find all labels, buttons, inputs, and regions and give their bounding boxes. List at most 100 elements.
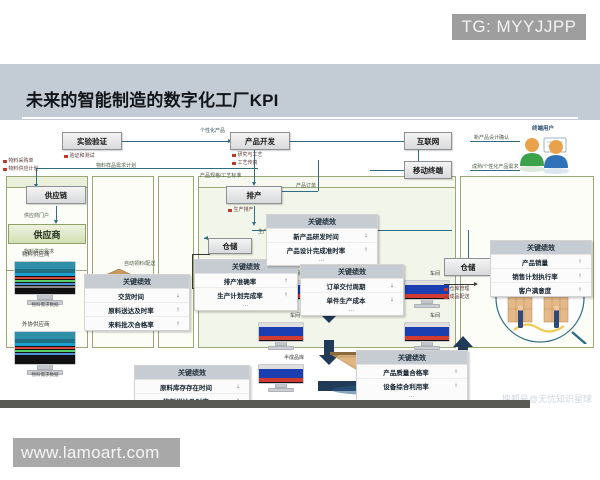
monitor-outsourcing-supplier	[14, 331, 76, 375]
label-material-supplier: 物料供应商	[22, 252, 50, 258]
node-product-dev-label: 产品开发	[245, 136, 275, 146]
telegram-watermark-badge: TG: MYYJJPP	[452, 14, 586, 40]
node-scheduling-label: 排产	[246, 190, 262, 200]
kpi-arrow: ↓	[176, 292, 180, 299]
label-material-demand-plan: 物料样品需求计划	[96, 163, 137, 169]
kpi-row: 产品质量合格率 ↑	[357, 365, 467, 379]
node-internet[interactable]: 互联网	[404, 132, 452, 150]
bullet-sched-0: 生产排产	[233, 207, 254, 213]
kpi-label: 产品销量	[522, 259, 548, 267]
kpi-arrow: ↑	[454, 382, 458, 389]
kpi-arrow: ↑	[176, 306, 180, 313]
kpi-arrow: ↑	[578, 286, 582, 293]
kpi-arrow: ↓	[390, 282, 394, 289]
presentation-slide: 未来的智能制造的数字化工厂KPI	[0, 64, 600, 408]
arrow-sched-down	[251, 222, 256, 226]
connector-internet-mobile	[418, 141, 419, 170]
kpi-more: …	[408, 392, 416, 399]
connector-prodplan-2	[204, 238, 208, 239]
connector-mobile-user	[470, 170, 520, 171]
node-warehouse-mid[interactable]: 仓储	[208, 238, 252, 254]
connector-order-v	[318, 160, 319, 191]
node-product-dev[interactable]: 产品开发	[230, 132, 290, 150]
label-custom-product: 个性化产品	[200, 128, 226, 134]
label-outsourcing-supplier: 外协供应商	[22, 322, 50, 328]
kpi-row: 排产准确率↑	[195, 274, 297, 288]
label-supplier-portal: 供应商门户	[24, 213, 50, 219]
bullet-validation-0: 验证和测试	[69, 153, 95, 159]
connector-dev-to-internet	[290, 141, 418, 142]
connector-order-in	[282, 191, 318, 192]
node-supplier[interactable]: 供应商	[8, 224, 86, 244]
kpi-row: 生产计划完成率↑	[195, 288, 297, 301]
connector-val-up	[36, 168, 37, 186]
kpi-row: 产品销量 ↑	[491, 255, 591, 269]
kpi-label: 订单交付周期	[326, 283, 366, 291]
label-material-supply-demand: 物料供应需求	[24, 249, 55, 255]
node-validation-label: 实验验证	[77, 136, 107, 146]
label-mature-custom-demand: 成熟/个性化产品需求	[472, 164, 519, 170]
kpi-arrow: ↓	[364, 232, 368, 239]
kpi-row: 新产品研发时间↓	[267, 229, 377, 243]
end-user-avatars	[516, 132, 578, 181]
node-mobile-terminal-label: 移动终端	[413, 165, 443, 175]
kpi-label: 来料批次合格率	[108, 321, 154, 329]
kpi-arrow: ↑	[578, 258, 582, 265]
node-scheduling[interactable]: 排产	[226, 186, 282, 204]
node-internet-label: 互联网	[416, 136, 440, 146]
kpi-header: 关键绩效	[85, 275, 189, 289]
caption-material-demand-data: 物料需求数据	[14, 302, 76, 308]
title-underline	[22, 117, 578, 119]
node-mobile-terminal[interactable]: 移动终端	[404, 161, 452, 179]
kpi-arrow: ↓	[390, 296, 394, 303]
kpi-label: 交货时间	[118, 293, 144, 301]
monitor-wip-store	[258, 364, 304, 392]
caption-line: 物料需求数据	[31, 372, 59, 377]
block-arrow-down-glyph	[319, 340, 339, 365]
kpi-label: 原料库存存在时间	[160, 384, 212, 392]
kpi-row: 产品设计完成准时率↑	[267, 243, 377, 256]
bullet-marker-icon	[444, 287, 448, 292]
bullet-marker-icon	[64, 154, 68, 159]
arrow-supplychain-to-supplier	[53, 220, 58, 224]
arrow-prodplan-left	[204, 235, 208, 240]
monitor-workshop-4	[404, 322, 450, 350]
node-warehouse-out[interactable]: 仓储	[444, 258, 492, 276]
kpi-more: …	[318, 256, 326, 263]
caption-line: 物料需求数据	[31, 302, 59, 307]
connector-sched-down	[254, 206, 255, 224]
connector-out-down	[468, 230, 469, 258]
kpi-row: 客户满意度↑	[491, 283, 591, 296]
bullets-warehouse-out: 仓库管理 成品配送	[444, 286, 470, 302]
label-auto-picking: 自动领料/配送	[124, 261, 156, 267]
kpi-label: 原料送达及时率	[108, 307, 154, 315]
zone-production-top	[198, 176, 456, 188]
bullet-marker-icon	[3, 167, 7, 172]
kpi-arrow: ↑	[454, 368, 458, 375]
bullet-marker-icon	[228, 208, 232, 213]
bullets-validation: 验证和测试	[64, 153, 95, 161]
label-workshop-4: 车间	[430, 313, 441, 319]
node-validation[interactable]: 实验验证	[62, 132, 122, 150]
kpi-label: 产品质量合格率	[383, 369, 429, 377]
kpi-label: 设备综合利用率	[383, 383, 429, 391]
kpi-label: 单件生产成本	[326, 297, 366, 305]
diagram-canvas: 实验验证 验证和测试 产品开发 研究与工艺 工艺传真 供应链 排产 生产排产	[0, 120, 600, 408]
bullets-scheduling: 生产排产	[228, 207, 254, 215]
label-product-spec: 产品规格/工艺标准	[200, 173, 242, 179]
kpi-card-order: 关键绩效 订单交付周期↓ 单件生产成本↓ …	[300, 264, 404, 316]
node-supply-chain[interactable]: 供应链	[26, 186, 86, 204]
arrow-out-right	[474, 281, 478, 286]
bottom-dark-strip	[0, 400, 530, 408]
kpi-arrow: ↑	[364, 246, 368, 253]
kpi-card-supplier: 关键绩效 交货时间↓ 原料送达及时率↑ 来料批次合格率↑	[84, 274, 190, 331]
node-supply-chain-label: 供应链	[44, 190, 68, 200]
node-supplier-label: 供应商	[33, 229, 61, 240]
connector-dev-down	[254, 150, 255, 184]
kpi-label: 销售计划执行率	[512, 273, 558, 281]
page-title: 未来的智能制造的数字化工厂KPI	[26, 91, 279, 110]
connector-internet-user	[470, 141, 520, 142]
kpi-header: 关键绩效	[135, 366, 249, 380]
connector-validation-to-dev	[122, 141, 230, 142]
footer-watermark: 搜狐号@无忧知识星球	[501, 394, 592, 404]
